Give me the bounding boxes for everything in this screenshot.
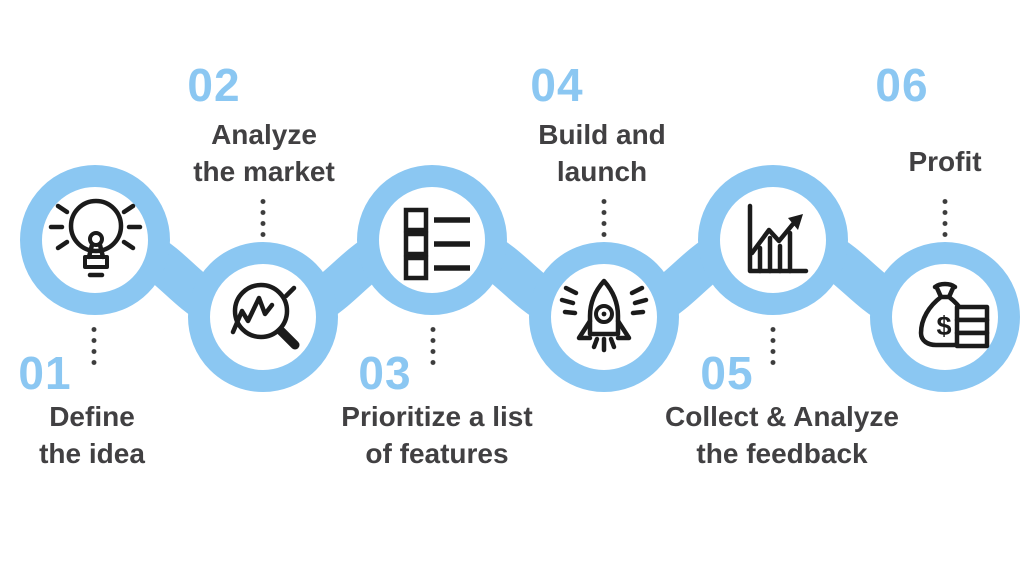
step-label-01-line2: the idea [39,438,145,469]
dollar-sign-glyph: $ [936,311,951,341]
rocket-icon [559,278,649,353]
step-label-06: Profit [908,124,981,198]
step-label-03-line2: of features [365,438,509,469]
money-bag-icon: $ [918,281,990,349]
dotted-leader-06 [942,198,948,242]
step-label-05: Collect & Analyze the feedback [665,398,899,472]
step-number-05: 05 [700,347,754,399]
step-label-02: Analyze the market [193,116,335,190]
step-number-03: 03 [358,347,412,399]
step-circle-4 [529,242,679,392]
dotted-leader-02 [260,198,266,242]
step-label-05-line2: the feedback [696,438,868,469]
step-circle-1 [20,165,170,315]
dotted-leader-01 [91,326,97,370]
step-label-03-line1: Prioritize a list [341,401,533,432]
step-label-05-line1: Collect & Analyze [665,401,899,432]
step-label-06-line1: Profit [908,145,982,177]
step-label-04: Build and launch [538,116,666,190]
step-label-02-line1: Analyze [211,119,317,150]
feature-checklist-icon [403,207,470,281]
step-label-03: Prioritize a list of features [341,398,532,472]
dotted-leader-04 [601,198,607,242]
market-magnifier-icon [230,282,300,350]
step-number-01: 01 [18,347,72,399]
lightbulb-icon [48,198,143,278]
dotted-leader-03 [430,326,436,370]
step-label-04-line2: launch [556,156,648,187]
step-number-04: 04 [530,59,584,111]
step-circle-6 [870,242,1020,392]
step-number-02: 02 [187,59,241,111]
step-label-01-line1: Define [49,401,135,432]
step-circle-3 [357,165,507,315]
step-circle-5 [698,165,848,315]
step-label-04-line1: Build and [538,119,666,150]
step-label-01: Define the idea [39,398,145,472]
dotted-leader-05 [770,326,776,370]
growth-chart-icon [747,203,809,274]
step-number-06: 06 [875,59,929,111]
step-label-02-line2: the market [193,156,335,187]
step-circle-2 [188,242,338,392]
